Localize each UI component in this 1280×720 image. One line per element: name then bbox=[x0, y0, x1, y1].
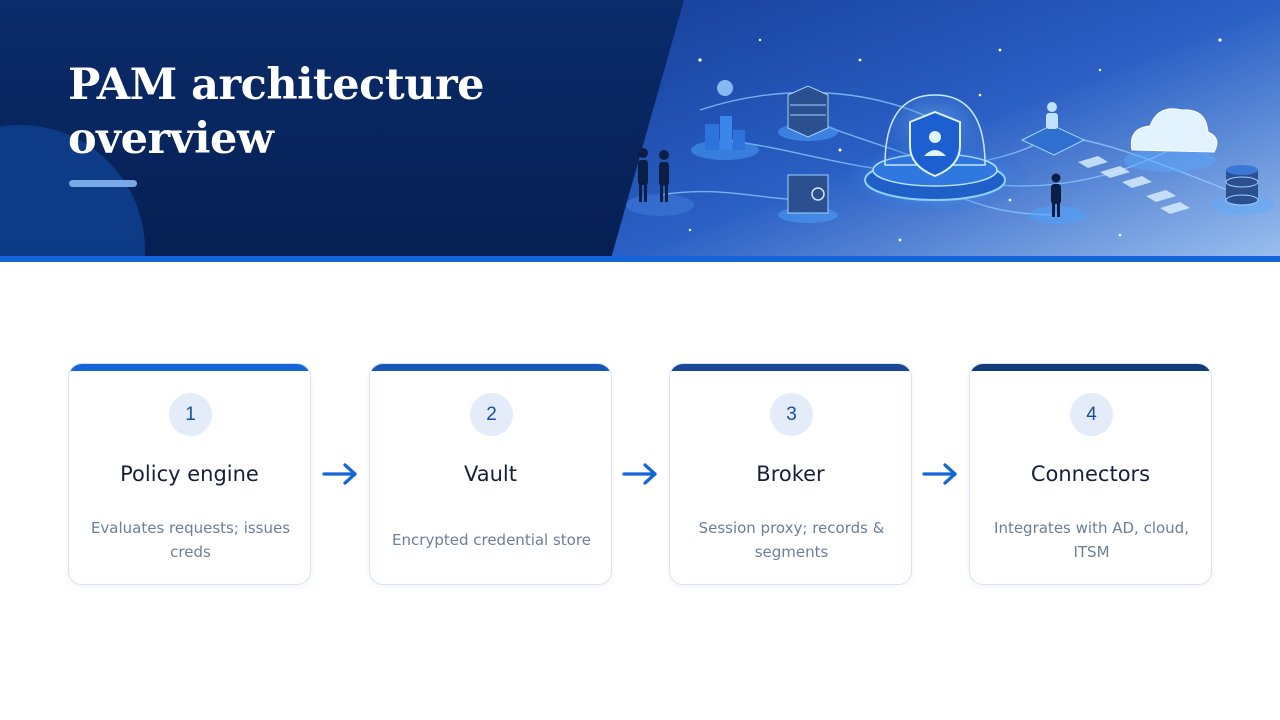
arrow-right-icon bbox=[922, 463, 957, 485]
step-card-vault: 2 Vault Encrypted credential store bbox=[369, 363, 612, 585]
step-description: Encrypted credential store bbox=[392, 531, 591, 549]
step-title: Connectors bbox=[1030, 462, 1151, 486]
step-number-badge: 4 bbox=[1070, 393, 1113, 436]
step-number-badge: 3 bbox=[770, 393, 813, 436]
card-accent-bar bbox=[670, 364, 911, 371]
card-accent-bar bbox=[69, 364, 310, 371]
card-accent-bar bbox=[370, 364, 611, 371]
step-number-badge: 2 bbox=[470, 393, 513, 436]
step-card-broker: 3 Broker Session proxy; records & segmen… bbox=[669, 363, 912, 585]
step-description: Integrates with AD, cloud, ITSM bbox=[994, 519, 1189, 561]
arrow-right-icon bbox=[322, 463, 357, 485]
step-card-connectors: 4 Connectors Integrates with AD, cloud, … bbox=[969, 363, 1212, 585]
step-title: Policy engine bbox=[120, 462, 259, 486]
hero-illustration bbox=[0, 0, 1280, 262]
step-card-policy-engine: 1 Policy engine Evaluates requests; issu… bbox=[68, 363, 311, 585]
hero-banner bbox=[0, 0, 1280, 262]
step-number-badge: 1 bbox=[169, 393, 212, 436]
step-description: Session proxy; records & segments bbox=[698, 519, 885, 561]
page-title: PAM architecture overview bbox=[68, 60, 484, 164]
step-title: Broker bbox=[756, 462, 825, 486]
step-description: Evaluates requests; issues creds bbox=[90, 519, 291, 561]
arrow-right-icon bbox=[622, 463, 657, 485]
step-title: Vault bbox=[464, 462, 517, 486]
hero-bottom-rule bbox=[0, 256, 1280, 262]
card-accent-bar bbox=[970, 364, 1211, 371]
title-underline bbox=[69, 180, 137, 187]
